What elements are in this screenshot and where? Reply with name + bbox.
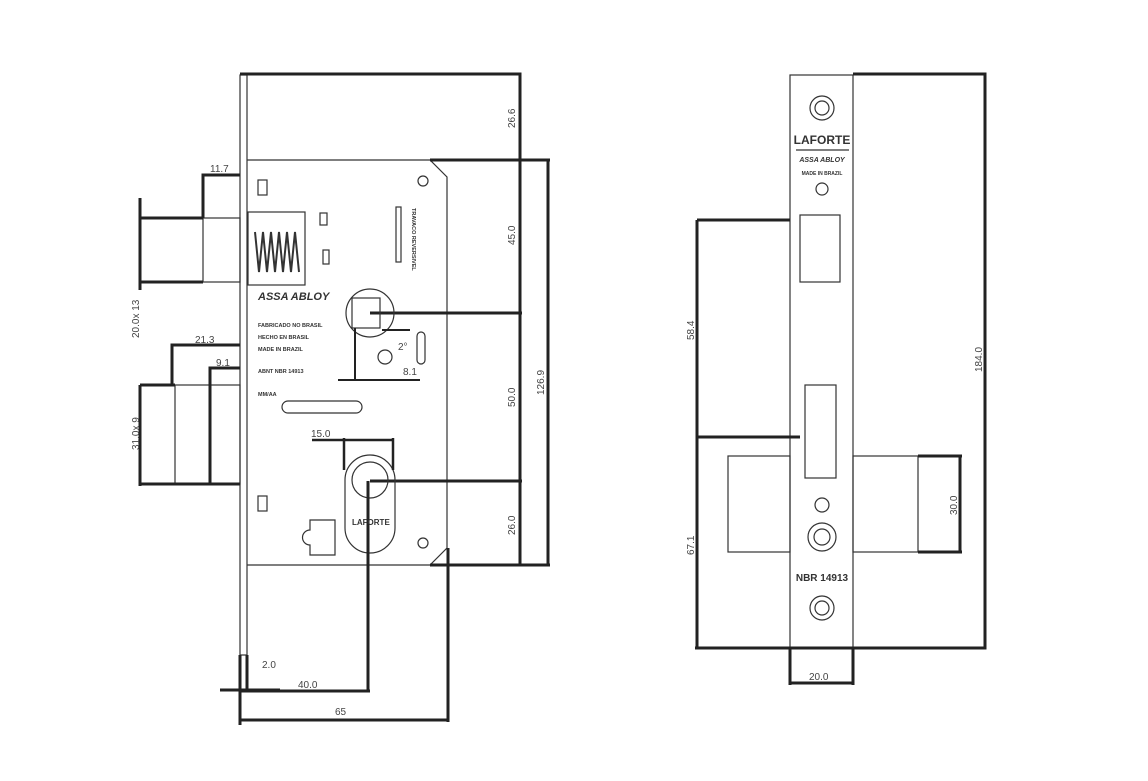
- dim-label: 11.7: [210, 164, 229, 175]
- lock-case: [247, 159, 448, 566]
- latch-note: TRAVACO REVERSIVEL: [410, 208, 416, 271]
- dim-label: 126.9: [536, 370, 547, 395]
- dim-bolt-height: [918, 454, 962, 554]
- front-view: LAFORTE ASSA ABLOY MADE IN BRAZIL NBR 14…: [686, 72, 987, 685]
- dim-label: 31.0x 9: [131, 417, 142, 450]
- slot: [281, 400, 363, 414]
- deadbolt-slot: [804, 384, 837, 479]
- latch-housing: [247, 211, 306, 286]
- dim-label: 15.0: [311, 429, 331, 440]
- made-in-text: MADE IN BRAZIL: [258, 347, 304, 353]
- dim-label: 58.4: [686, 320, 697, 340]
- follower-square: [351, 297, 381, 329]
- dim-faceplate-width: [788, 648, 855, 685]
- screw-hole: [417, 175, 429, 187]
- screw-hole: [417, 537, 429, 549]
- dim-label: 50.0: [507, 387, 518, 407]
- dim-total-height: [695, 72, 987, 650]
- dim-label: 2.0: [262, 660, 276, 671]
- dim-label: 45.0: [507, 225, 518, 245]
- dim-label: 40.0: [298, 680, 318, 691]
- faceplate: [239, 74, 248, 656]
- latch-bolt: [202, 217, 241, 283]
- dim-label: 184.0: [974, 347, 985, 372]
- dim-label: 30.0: [949, 495, 960, 515]
- made-in-text: FABRICADO NO BRASIL: [258, 323, 323, 329]
- brand-logo: ASSA ABLOY: [257, 291, 331, 303]
- dim-latch: [138, 173, 240, 290]
- cylinder-housing: [344, 454, 396, 554]
- dim-top: [240, 72, 522, 565]
- dim-label: 67.1: [686, 535, 697, 555]
- dim-label: 20.0x 13: [131, 299, 142, 338]
- date-code: MM/AA: [258, 392, 277, 398]
- deadbolt: [174, 384, 241, 485]
- dim-label: 9.1: [216, 358, 230, 369]
- dim-label: 21.3: [195, 335, 215, 346]
- dim-bottom: [220, 481, 450, 725]
- screw-icon: [809, 95, 835, 121]
- screw-icon: [809, 595, 835, 621]
- deadbolt-left: [727, 455, 791, 553]
- dim-left: [695, 218, 800, 648]
- dim-label: 26.6: [507, 108, 518, 128]
- laforte-logo: LAFORTE: [794, 133, 851, 147]
- dim-cylinder-width: [312, 438, 395, 470]
- cylinder-hole: [807, 522, 837, 552]
- made-in-text: MADE IN BRAZIL: [802, 171, 843, 177]
- deadbolt-right: [852, 455, 919, 553]
- dim-deadbolt: [138, 343, 240, 486]
- follower-hub: [345, 288, 395, 338]
- dim-label: 2°: [398, 342, 408, 353]
- cylinder-logo: LAFORTE: [352, 518, 390, 527]
- dim-label: 65: [335, 707, 347, 718]
- latch-opening: [799, 214, 841, 283]
- dim-label: 26.0: [507, 515, 518, 535]
- brand-logo: ASSA ABLOY: [798, 157, 846, 164]
- dim-label: 8.1: [403, 367, 417, 378]
- dim-case-height: [430, 158, 550, 567]
- dim-label: 20.0: [809, 672, 829, 683]
- standard-text: ABNT NBR 14913: [258, 369, 304, 375]
- spring-icon: [254, 231, 300, 273]
- made-in-text: HECHO EN BRASIL: [258, 335, 310, 341]
- standard-text: NBR 14913: [796, 573, 849, 584]
- side-view: ASSA ABLOY FABRICADO NO BRASIL HECHO EN …: [131, 72, 550, 725]
